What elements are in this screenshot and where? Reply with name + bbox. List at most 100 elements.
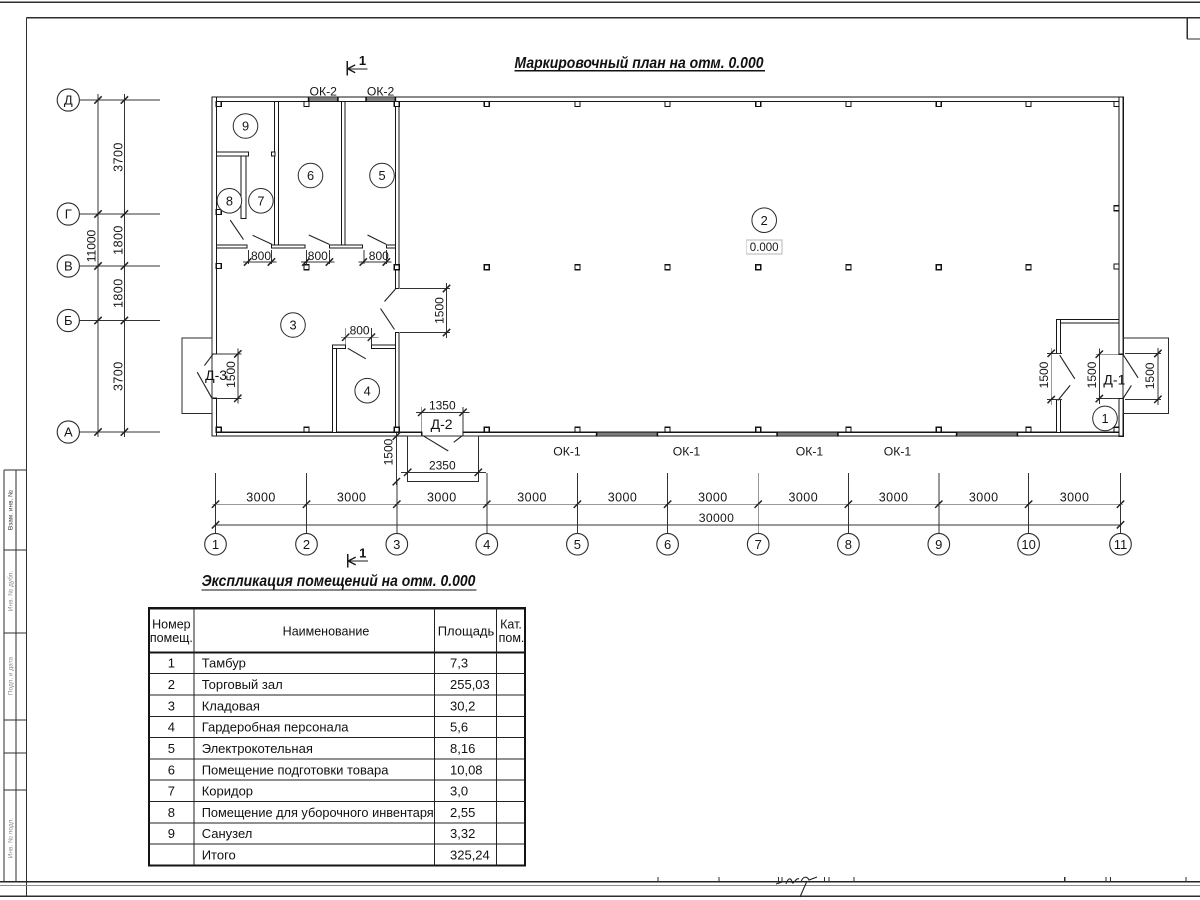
svg-text:3700: 3700 — [111, 142, 125, 172]
svg-text:3000: 3000 — [517, 490, 547, 504]
svg-text:1500: 1500 — [433, 297, 447, 324]
svg-text:А: А — [64, 425, 73, 440]
svg-text:6: 6 — [664, 537, 671, 552]
svg-text:ОК-1: ОК-1 — [884, 445, 912, 459]
svg-text:Подп. и дата: Подп. и дата — [7, 656, 14, 695]
svg-text:Номер: Номер — [152, 618, 191, 632]
svg-text:Инв. № дубл.: Инв. № дубл. — [6, 571, 14, 611]
svg-text:10: 10 — [1021, 537, 1035, 552]
svg-text:3000: 3000 — [608, 490, 638, 504]
svg-text:800: 800 — [251, 249, 271, 263]
svg-text:6: 6 — [307, 168, 314, 183]
svg-text:ОК-1: ОК-1 — [796, 445, 824, 459]
svg-text:1350: 1350 — [429, 398, 456, 412]
svg-text:Кат.: Кат. — [500, 618, 522, 632]
svg-text:1: 1 — [1101, 411, 1108, 426]
svg-text:1: 1 — [212, 537, 219, 552]
svg-text:1500: 1500 — [1037, 361, 1051, 388]
svg-text:Взам. инв. №: Взам. инв. № — [7, 490, 14, 530]
svg-text:2: 2 — [303, 537, 310, 552]
svg-text:8: 8 — [845, 537, 852, 552]
svg-text:7: 7 — [755, 537, 762, 552]
svg-text:7: 7 — [257, 193, 264, 208]
svg-text:В: В — [64, 259, 73, 274]
svg-text:Наименование: Наименование — [283, 624, 370, 638]
svg-text:1500: 1500 — [224, 361, 238, 388]
svg-text:2350: 2350 — [429, 459, 456, 473]
svg-text:3: 3 — [393, 537, 400, 552]
svg-text:3: 3 — [289, 318, 296, 333]
svg-text:Маркировочный план на отм. 0.0: Маркировочный план на отм. 0.000 — [515, 55, 764, 72]
svg-text:0.000: 0.000 — [750, 242, 779, 254]
svg-text:Площадь: Площадь — [438, 623, 495, 638]
svg-text:5: 5 — [574, 537, 581, 552]
svg-text:ОК-1: ОК-1 — [553, 445, 581, 459]
svg-text:8: 8 — [168, 805, 175, 820]
svg-text:5: 5 — [168, 741, 175, 756]
svg-text:4: 4 — [364, 383, 371, 398]
svg-text:3000: 3000 — [337, 490, 367, 504]
svg-text:Д-1: Д-1 — [1103, 371, 1125, 387]
svg-text:Экспликация помещений на отм.: Экспликация помещений на отм. 0.000 — [202, 573, 476, 590]
svg-text:9: 9 — [242, 119, 249, 134]
svg-text:3000: 3000 — [246, 490, 276, 504]
svg-text:30,2: 30,2 — [450, 698, 475, 713]
svg-text:4: 4 — [168, 720, 175, 735]
svg-text:ОК-2: ОК-2 — [367, 85, 395, 99]
svg-text:4: 4 — [483, 537, 490, 552]
svg-text:Б: Б — [64, 313, 73, 328]
svg-text:5: 5 — [378, 168, 385, 183]
svg-text:3,32: 3,32 — [450, 826, 475, 841]
svg-text:Кладовая: Кладовая — [202, 698, 260, 713]
svg-text:Санузел: Санузел — [202, 826, 253, 841]
svg-text:325,24: 325,24 — [450, 848, 490, 863]
svg-text:Электрокотельная: Электрокотельная — [202, 741, 313, 756]
svg-text:Тамбур: Тамбур — [202, 656, 246, 671]
svg-text:1800: 1800 — [111, 225, 125, 255]
svg-text:помещ.: помещ. — [150, 631, 193, 645]
svg-text:3000: 3000 — [788, 490, 818, 504]
svg-text:1: 1 — [359, 53, 366, 68]
svg-text:Г: Г — [65, 207, 72, 222]
svg-text:3000: 3000 — [969, 490, 999, 504]
svg-text:1800: 1800 — [111, 278, 125, 308]
svg-text:3700: 3700 — [111, 361, 125, 391]
svg-text:Помещение для уборочного инвен: Помещение для уборочного инвентаря — [202, 805, 434, 820]
svg-text:1500: 1500 — [1085, 361, 1099, 388]
svg-text:ОК-1: ОК-1 — [673, 445, 701, 459]
svg-text:ОК-2: ОК-2 — [309, 85, 337, 99]
svg-text:7: 7 — [168, 784, 175, 799]
svg-text:7,3: 7,3 — [450, 656, 468, 671]
svg-text:9: 9 — [168, 826, 175, 841]
svg-text:Помещение подготовки товара: Помещение подготовки товара — [202, 762, 390, 777]
svg-text:Итого: Итого — [202, 848, 236, 863]
svg-text:800: 800 — [308, 249, 328, 263]
svg-text:10,08: 10,08 — [450, 762, 483, 777]
svg-text:Д: Д — [64, 93, 73, 108]
svg-text:1: 1 — [359, 545, 366, 560]
svg-text:2: 2 — [761, 213, 768, 228]
svg-text:30000: 30000 — [699, 511, 734, 525]
svg-text:1500: 1500 — [1143, 362, 1157, 389]
svg-text:Гардеробная персонала: Гардеробная персонала — [202, 720, 350, 735]
svg-text:8: 8 — [226, 193, 233, 208]
svg-text:Д-2: Д-2 — [431, 416, 453, 432]
svg-text:9: 9 — [935, 537, 942, 552]
svg-text:800: 800 — [350, 323, 370, 337]
svg-text:11: 11 — [1114, 537, 1128, 552]
svg-text:3000: 3000 — [879, 490, 909, 504]
svg-text:8,16: 8,16 — [450, 741, 475, 756]
svg-text:1: 1 — [168, 656, 175, 671]
svg-text:Коридор: Коридор — [202, 784, 253, 799]
svg-text:5,6: 5,6 — [450, 720, 468, 735]
svg-text:3,0: 3,0 — [450, 784, 468, 799]
svg-text:3000: 3000 — [698, 490, 728, 504]
svg-text:2: 2 — [168, 677, 175, 692]
svg-text:пом.: пом. — [499, 631, 525, 645]
svg-text:2,55: 2,55 — [450, 805, 475, 820]
svg-text:800: 800 — [369, 249, 389, 263]
svg-text:3000: 3000 — [427, 490, 457, 504]
svg-text:1500: 1500 — [382, 438, 396, 465]
svg-text:Д-3: Д-3 — [205, 367, 227, 383]
svg-text:6: 6 — [168, 762, 175, 777]
